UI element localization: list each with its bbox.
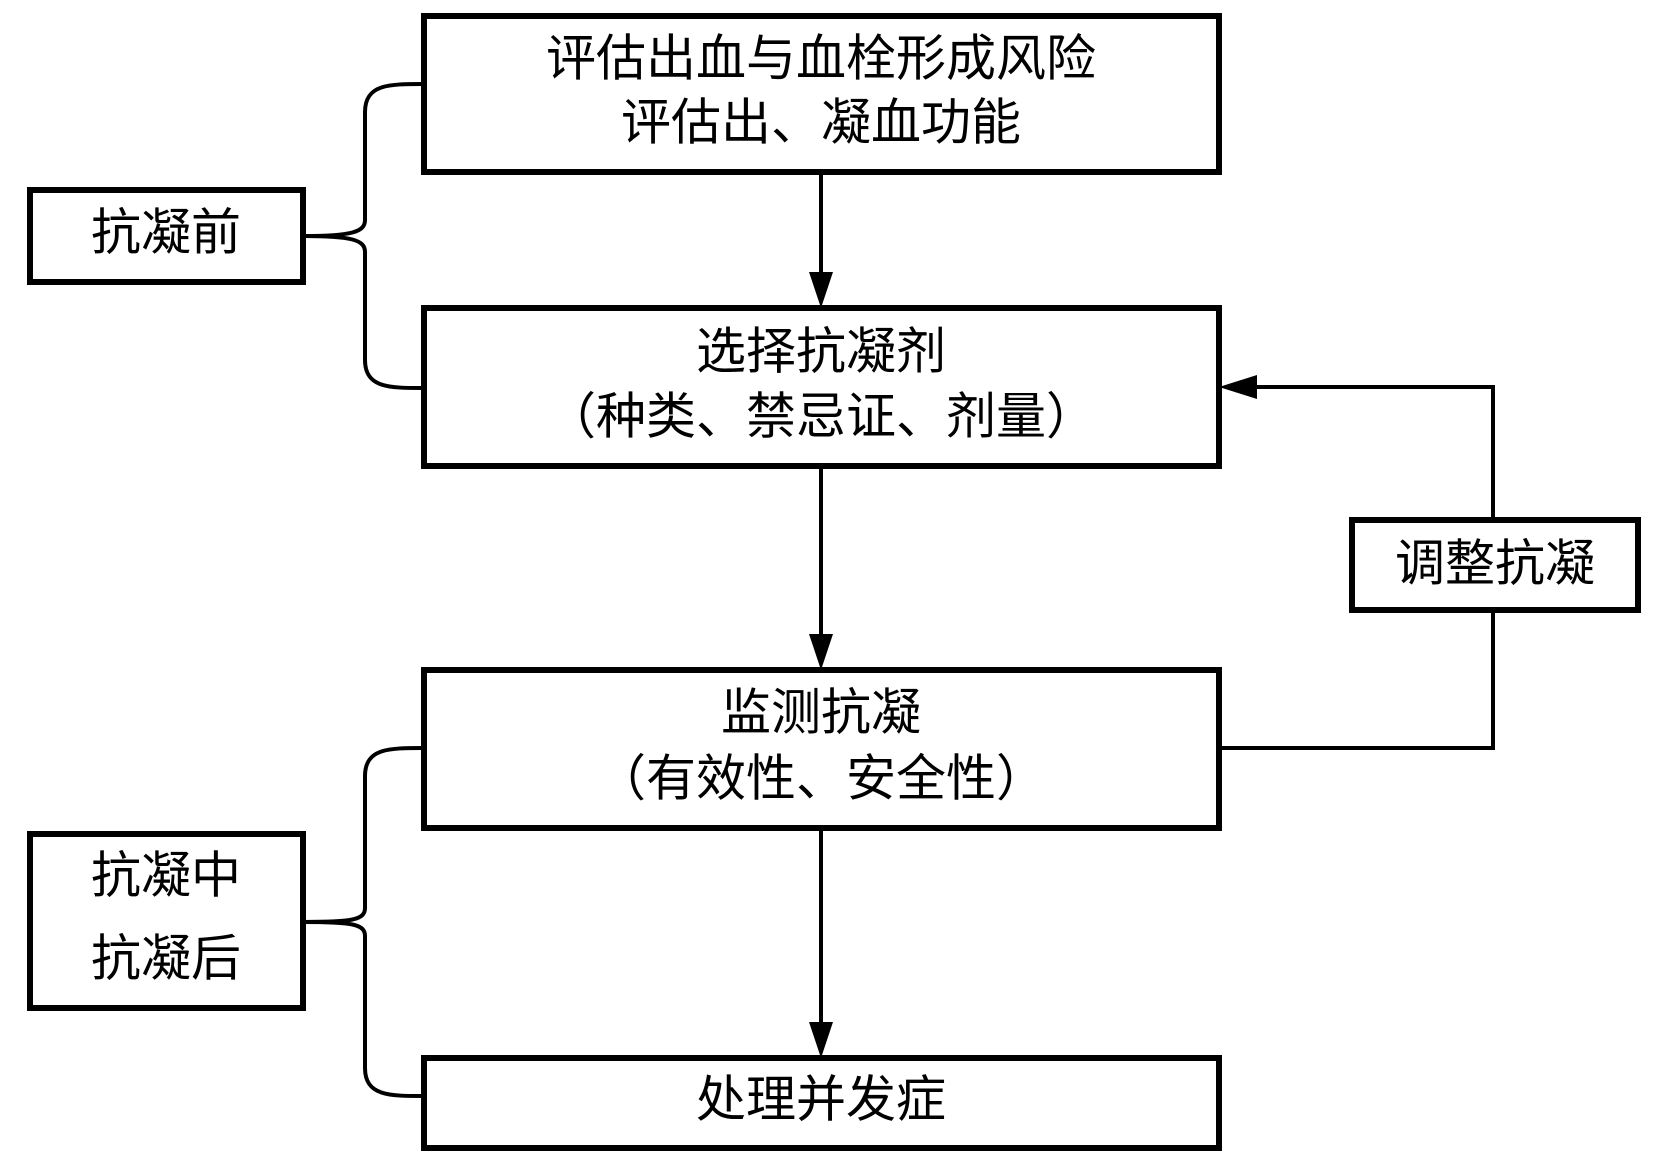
arrowhead-down-1: [809, 272, 833, 308]
node-assess-risk-label-1: 评估出血与血栓形成风险: [546, 30, 1096, 88]
feedback-adjust: 调整抗凝: [1349, 517, 1641, 613]
node-assess-risk-box: [421, 13, 1222, 175]
feedback-loop-upper: [1257, 385, 1495, 520]
node-assess-risk: 评估出血与血栓形成风险 评估出、凝血功能: [421, 13, 1222, 175]
phase-before-box: [27, 187, 306, 285]
node-monitor-anticoagulation: 监测抗凝 （有效性、安全性）: [421, 667, 1222, 831]
node-monitor-anticoagulation-label-2: （有效性、安全性）: [596, 750, 1046, 808]
node-assess-risk-label-2: 评估出、凝血功能: [621, 94, 1021, 152]
node-monitor-anticoagulation-label-1: 监测抗凝: [721, 684, 921, 742]
feedback-loop-connector: [1219, 375, 1495, 750]
phase-before-label: 抗凝前: [91, 204, 241, 262]
node-handle-complications-label: 处理并发症: [696, 1071, 946, 1129]
bracket-before-phase: [302, 82, 425, 390]
arrow-select-to-monitor: [809, 466, 833, 670]
bracket-during-after-phase: [302, 746, 425, 1098]
node-select-anticoagulant-label-2: （种类、禁忌证、剂量）: [546, 388, 1096, 446]
arrowhead-down-2: [809, 634, 833, 670]
arrowhead-down-3: [809, 1022, 833, 1058]
phase-before: 抗凝前: [27, 187, 306, 285]
arrow-monitor-to-complications: [809, 828, 833, 1058]
node-select-anticoagulant-box: [421, 305, 1222, 469]
node-select-anticoagulant: 选择抗凝剂 （种类、禁忌证、剂量）: [421, 305, 1222, 469]
phase-after-label: 抗凝后: [91, 930, 241, 988]
phase-during-after-box: [27, 831, 306, 1011]
node-select-anticoagulant-label-1: 选择抗凝剂: [696, 323, 946, 381]
arrowhead-left-feedback: [1219, 375, 1257, 399]
node-handle-complications: 处理并发症: [421, 1055, 1222, 1151]
arrow-assess-to-select: [809, 172, 833, 308]
feedback-loop-lower: [1219, 610, 1495, 750]
node-handle-complications-box: [421, 1055, 1222, 1151]
phase-during-label: 抗凝中: [91, 847, 241, 905]
phase-during-after: 抗凝中 抗凝后: [27, 831, 306, 1011]
feedback-adjust-label: 调整抗凝: [1395, 535, 1595, 593]
